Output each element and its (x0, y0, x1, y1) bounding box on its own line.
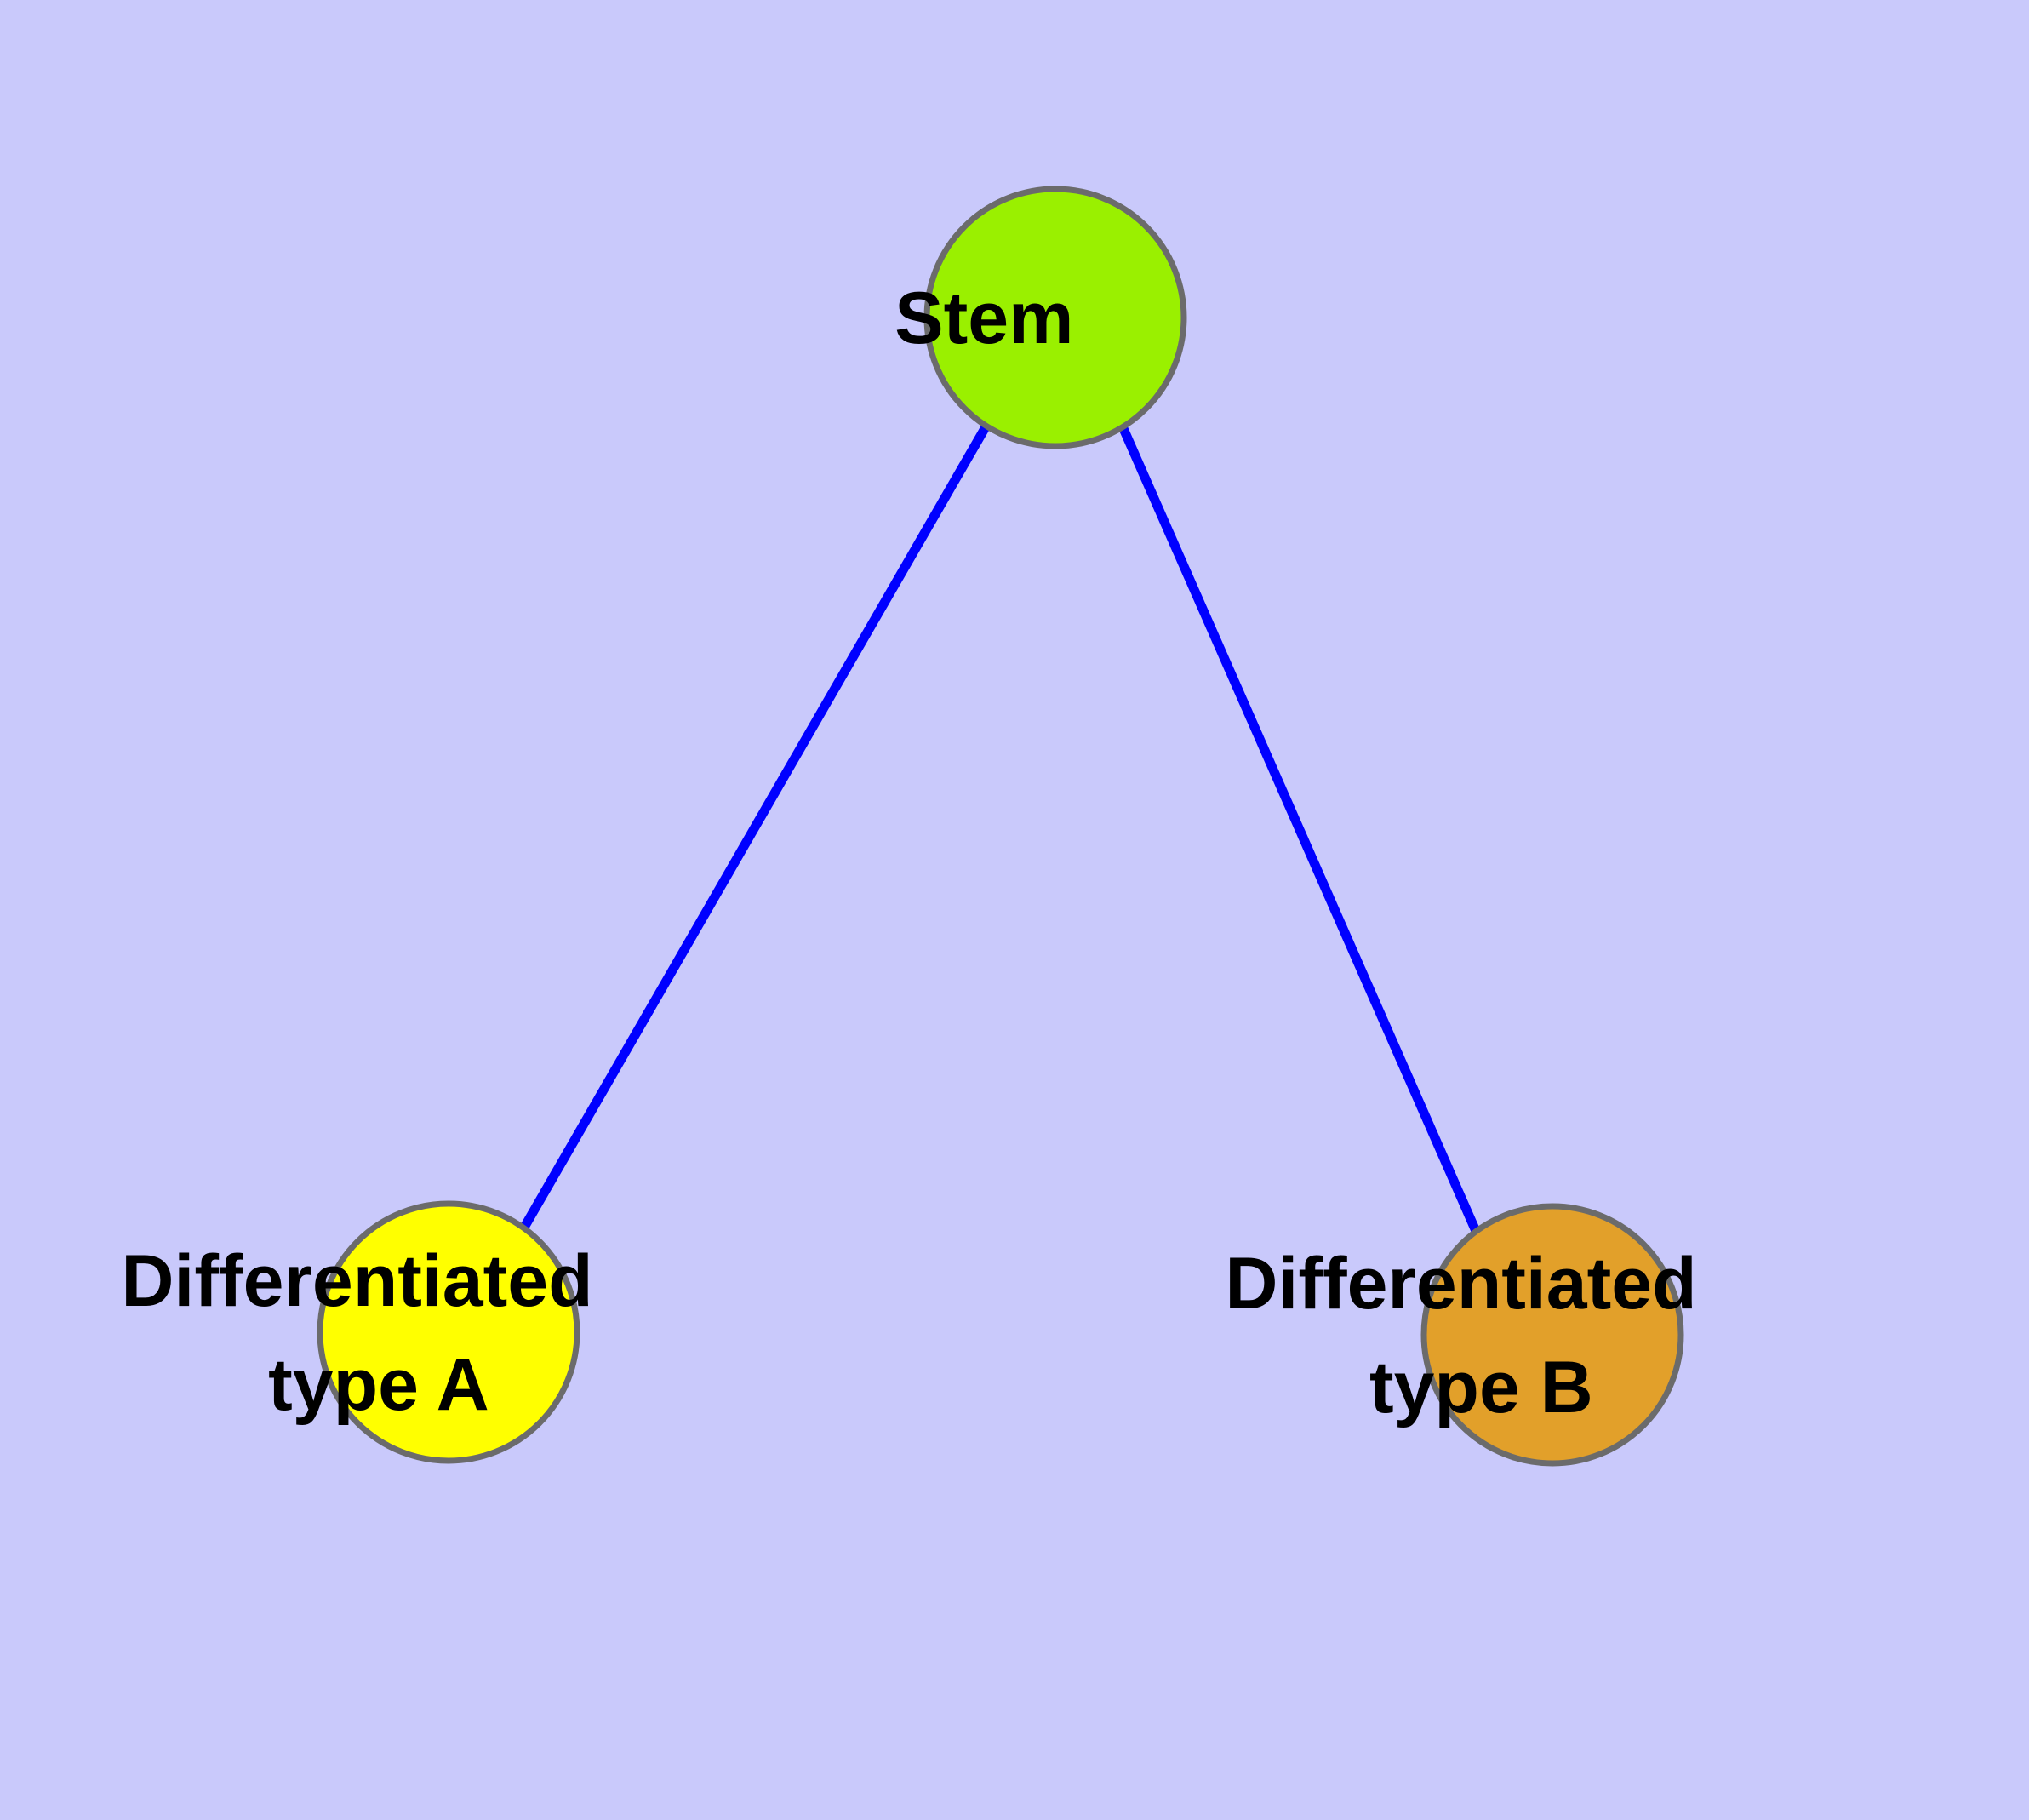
edges-group (521, 422, 1481, 1233)
node-diff-b-circle[interactable] (1420, 1203, 1684, 1467)
node-stem[interactable] (923, 186, 1187, 449)
node-stem-label: Stem (894, 0, 1216, 359)
node-diff-a-label-line-1: Differentiated (121, 1240, 592, 1322)
node-diff-a[interactable] (317, 1200, 580, 1464)
node-stem-circle[interactable] (923, 186, 1187, 449)
node-diff-b-label: Differentiated type B (1225, 0, 1879, 1428)
node-diff-a-circle[interactable] (317, 1200, 580, 1464)
node-diff-b[interactable] (1420, 1203, 1684, 1467)
node-diff-b-label-line-2: type B (1369, 1347, 1593, 1428)
edge-stem-to-diff-b[interactable] (1117, 422, 1481, 1233)
nodes-group (317, 186, 1684, 1467)
node-stem-label-line-1: Stem (894, 278, 1073, 359)
node-diff-a-label: Differentiated type A (121, 0, 775, 1426)
edge-stem-to-diff-a[interactable] (521, 423, 991, 1228)
labels-group: Stem Differentiated type A Differentiate… (121, 0, 1879, 1428)
node-diff-a-label-line-2: type A (268, 1344, 488, 1426)
node-diff-b-label-line-1: Differentiated (1225, 1243, 1696, 1325)
